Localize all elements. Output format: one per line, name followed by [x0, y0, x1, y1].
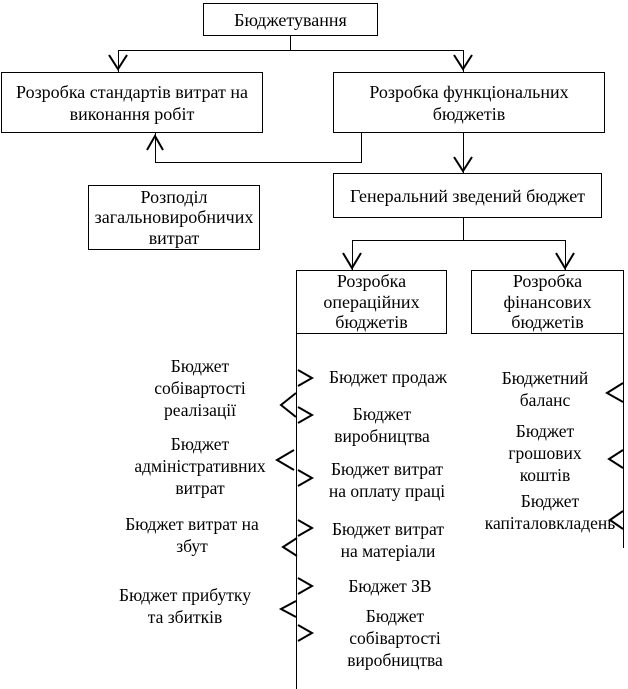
to-standards-up-arrowhead — [146, 133, 164, 151]
item-label-line: виробництва — [347, 650, 443, 670]
to-functional-arrowhead — [453, 54, 473, 71]
item-label-line: Бюджет — [170, 434, 230, 454]
item-label-line: Бюджетний — [501, 368, 589, 388]
item-label-line: капіталовкладень — [484, 513, 616, 533]
node-label-line: витрат — [148, 227, 200, 248]
profit-loss-budget-item: Бюджет прибутку та збитків — [100, 584, 270, 628]
item-label-line: реалізації — [163, 400, 237, 420]
selling-expenses-budget-item: Бюджет витрат на збут — [107, 513, 277, 557]
node-label-line: операційних — [323, 291, 420, 312]
node-label-line: загальновиробничих — [94, 207, 254, 228]
production-budget-item: Бюджет виробництва — [312, 403, 452, 447]
item-label-line: Бюджет продаж — [329, 367, 447, 387]
to-master-arrowhead — [453, 156, 473, 173]
capex-budget-arrowhead — [608, 510, 624, 530]
item-label-line: виробництва — [334, 426, 430, 446]
node-label-line: Розробка — [512, 271, 583, 292]
item-label-line: на матеріали — [340, 541, 436, 561]
node-label-line: фінансових — [503, 291, 592, 312]
production-cost-budget-item: Бюджет собівартості виробництва — [325, 605, 465, 671]
item-label-line: баланс — [519, 390, 571, 410]
cost-of-sales-budget-item: Бюджет собівартості реалізації — [115, 355, 285, 421]
item-label-line: Бюджет — [365, 606, 425, 626]
item-label-line: Бюджет ЗВ — [348, 576, 432, 596]
node-label-line: Розробка функціональних — [369, 81, 569, 102]
item-label-line: Бюджет — [170, 356, 230, 376]
master-budget-node: Генеральний зведений бюджет — [333, 173, 602, 218]
overhead-allocation-node: Розподіл загальновиробничих витрат — [88, 185, 260, 250]
node-label-line: Генеральний зведений бюджет — [349, 185, 586, 206]
balance-sheet-budget-item: Бюджетний баланс — [475, 367, 615, 411]
labor-cost-budget-item: Бюджет витрат на оплату праці — [317, 458, 457, 502]
overhead-budget-item: Бюджет ЗВ — [320, 575, 460, 597]
labor-cost-arrowhead — [297, 469, 315, 487]
to-standards-arrowhead — [108, 54, 128, 71]
node-label-line: бюджетів — [335, 312, 408, 333]
item-label-line: грошових — [508, 443, 582, 463]
node-label-line: Розробка стандартів витрат на — [16, 81, 248, 102]
item-label-line: Бюджет прибутку — [119, 585, 251, 605]
item-label-line: Бюджет — [520, 491, 580, 511]
item-label-line: Бюджет витрат — [331, 459, 443, 479]
functional-budgets-node: Розробка функціональних бюджетів — [333, 72, 605, 133]
budgeting-node: Бюджетування — [203, 3, 378, 36]
admin-expenses-arrowhead — [275, 449, 295, 471]
item-label-line: Бюджет — [352, 404, 412, 424]
balance-sheet-arrowhead — [605, 382, 624, 403]
node-label-line: бюджетів — [511, 312, 584, 333]
item-label-line: на оплату праці — [328, 481, 446, 501]
item-label-line: Бюджет витрат — [332, 519, 444, 539]
overhead-budget-arrowhead — [297, 577, 315, 595]
admin-expenses-budget-item: Бюджет адміністративних витрат — [115, 433, 285, 499]
item-label-line: витрат — [175, 478, 225, 498]
item-label-line: собівартості — [154, 378, 246, 398]
to-operating-arrowhead — [342, 252, 362, 270]
node-label-line: бюджетів — [432, 103, 506, 124]
node-label-line: Бюджетування — [234, 9, 347, 30]
materials-arrowhead — [297, 519, 315, 537]
item-label-line: коштів — [519, 465, 571, 485]
cost-standards-node: Розробка стандартів витрат на виконання … — [1, 72, 263, 133]
node-label-line: Розробка — [336, 271, 407, 292]
profit-loss-arrowhead — [278, 600, 297, 618]
item-label-line: Бюджет — [515, 421, 575, 441]
cost-of-sales-arrowhead — [279, 392, 297, 418]
item-label-line: адміністративних — [134, 456, 266, 476]
cash-budget-arrowhead — [607, 449, 624, 469]
materials-budget-item: Бюджет витрат на матеріали — [318, 518, 458, 562]
production-cost-arrowhead — [297, 624, 315, 642]
selling-expenses-arrowhead — [281, 537, 298, 557]
to-financial-arrowhead — [555, 252, 575, 270]
sales-budget-item: Бюджет продаж — [318, 366, 458, 388]
item-label-line: та збитків — [147, 607, 223, 627]
item-label-line: собівартості — [349, 628, 441, 648]
cash-budget-item: Бюджет грошових коштів — [475, 420, 615, 486]
capex-budget-item: Бюджет капіталовкладень — [480, 490, 620, 534]
item-label-line: збут — [176, 536, 208, 556]
item-label-line: Бюджет витрат на — [125, 514, 259, 534]
sales-arrowhead — [297, 369, 315, 387]
node-label-line: виконання робіт — [69, 103, 195, 124]
feedback-connector-line — [155, 133, 362, 163]
financial-budgets-node: Розробка фінансових бюджетів — [471, 270, 624, 334]
operating-budgets-node: Розробка операційних бюджетів — [296, 270, 447, 334]
node-label-line: Розподіл — [140, 186, 208, 207]
production-arrowhead — [297, 406, 315, 424]
